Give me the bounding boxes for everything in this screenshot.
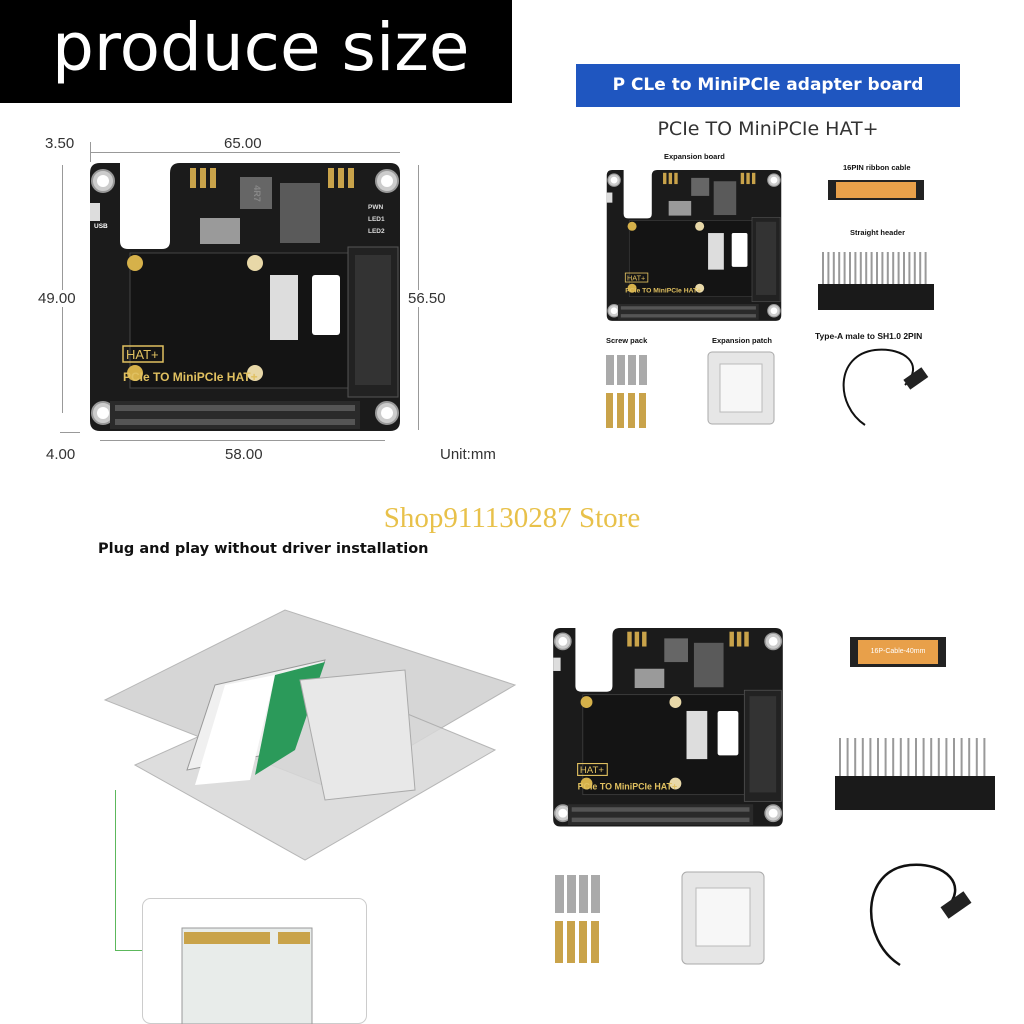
header-pin xyxy=(884,738,887,778)
header-pin xyxy=(846,738,849,778)
header-pin xyxy=(953,738,955,778)
header-pin xyxy=(869,738,872,778)
header-pin xyxy=(876,252,878,286)
header-pin xyxy=(843,252,846,286)
expansion-patch-large-image xyxy=(681,871,765,965)
header-pin xyxy=(968,738,971,778)
header-pin xyxy=(838,252,841,286)
adapter-board-banner: P CLe to MiniPCle adapter board xyxy=(576,64,960,107)
label-ribbon-cable: 16PIN ribbon cable xyxy=(843,163,911,172)
assembled-board-illustration xyxy=(103,609,517,861)
usb-silkscreen: USB xyxy=(94,223,108,230)
header-pin xyxy=(827,252,830,286)
label-expansion-board: Expansion board xyxy=(664,152,725,161)
header-pin xyxy=(870,252,873,286)
dim-height-right: 56.50 xyxy=(408,290,446,307)
header-pin xyxy=(899,738,902,778)
straight-header-image xyxy=(818,252,934,310)
header-pin xyxy=(922,738,925,778)
dim-top-offset: 3.50 xyxy=(45,135,75,152)
header-pin xyxy=(945,738,948,778)
header-pin xyxy=(960,738,963,778)
header-pin xyxy=(877,738,879,778)
board-image xyxy=(90,163,400,432)
expansion-board-large-image xyxy=(553,628,783,828)
feature-text: Plug and play without driver installatio… xyxy=(98,541,429,557)
header-pin xyxy=(849,252,851,286)
header-pin xyxy=(886,252,889,286)
header-pin xyxy=(859,252,862,286)
header-pin xyxy=(822,252,824,286)
straight-header-large-image xyxy=(835,738,995,810)
header-pin xyxy=(892,252,895,286)
ribbon-cable-image xyxy=(828,180,924,200)
header-pin xyxy=(908,252,911,286)
header-pin xyxy=(907,738,910,778)
usb-cable-large-image xyxy=(869,863,972,967)
produce-size-banner: produce size xyxy=(0,0,512,103)
ribbon-cable-large-image xyxy=(850,637,946,667)
led2-silkscreen: LED2 xyxy=(368,228,385,235)
dim-width-bottom: 58.00 xyxy=(222,446,266,463)
header-pin xyxy=(913,252,916,286)
inductor-marking: 4R7 xyxy=(251,185,262,202)
label-usb-cable: Type-A male to SH1.0 2PIN xyxy=(815,331,923,341)
header-pin xyxy=(937,738,940,778)
header-pin xyxy=(930,738,933,778)
label-expansion-patch: Expansion patch xyxy=(712,336,773,345)
package-title: PCIe TO MiniPCIe HAT+ xyxy=(657,118,879,140)
unit-label: Unit:mm xyxy=(440,446,496,463)
header-pin xyxy=(854,738,857,778)
screw-pack-image xyxy=(606,355,647,428)
store-watermark: Shop911130287 Store xyxy=(383,502,641,534)
header-pin xyxy=(881,252,884,286)
expansion-patch-image xyxy=(707,351,775,425)
dim-height-left: 49.00 xyxy=(38,290,76,307)
header-pin xyxy=(839,738,841,778)
usb-cable-image xyxy=(842,348,929,426)
screw-pack-large-image xyxy=(555,875,600,963)
header-pin xyxy=(903,252,905,286)
header-pin xyxy=(983,738,986,778)
dim-width-top: 65.00 xyxy=(221,135,265,152)
header-pin xyxy=(854,252,857,286)
label-screw-pack: Screw pack xyxy=(606,336,648,345)
header-pin xyxy=(919,252,922,286)
header-pin xyxy=(897,252,900,286)
header-pin xyxy=(832,252,835,286)
dim-bottom-offset: 4.00 xyxy=(46,446,76,463)
pwr-silkscreen: PWN xyxy=(368,204,384,211)
header-pin xyxy=(865,252,868,286)
led1-silkscreen: LED1 xyxy=(368,216,385,223)
gold-fingers-inset xyxy=(142,898,367,1024)
expansion-board-image xyxy=(606,170,782,322)
header-pin xyxy=(892,738,895,778)
header-pin xyxy=(915,738,917,778)
header-pin xyxy=(861,738,864,778)
header-pin xyxy=(924,252,927,286)
label-straight-header: Straight header xyxy=(850,228,906,237)
ribbon-cable-text: 16P-Cable-40mm xyxy=(870,648,926,655)
header-pin xyxy=(975,738,978,778)
